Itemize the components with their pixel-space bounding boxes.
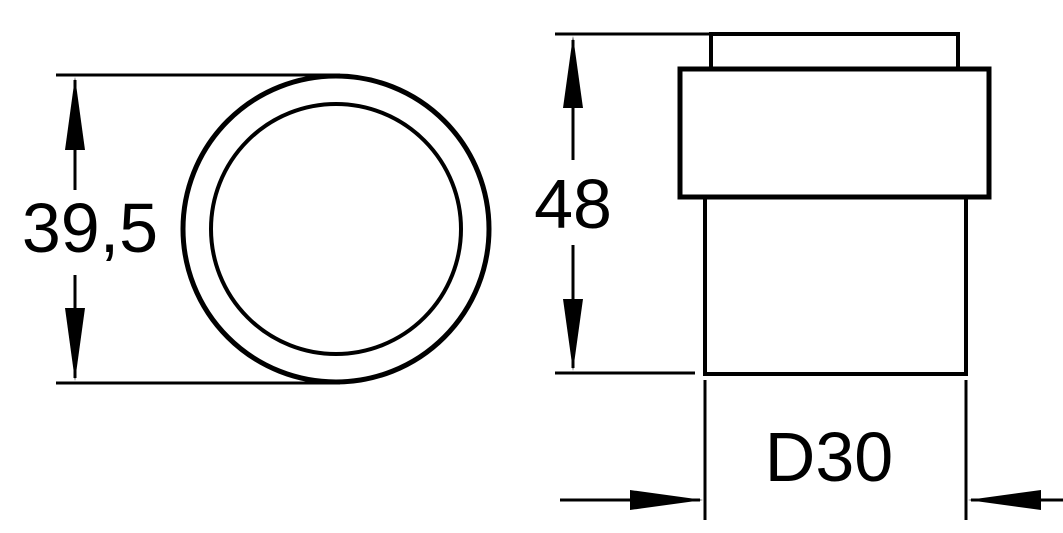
height-arrow-up bbox=[563, 36, 583, 108]
height-arrow-down bbox=[563, 299, 583, 371]
inner-circle bbox=[209, 102, 463, 356]
top-view: 39,5 bbox=[22, 73, 492, 385]
rubber-ring bbox=[677, 66, 992, 200]
diameter-label: 39,5 bbox=[22, 189, 158, 267]
body bbox=[703, 195, 968, 376]
width-arrow-left bbox=[630, 490, 703, 510]
base-diameter-label: D30 bbox=[765, 418, 893, 496]
outer-circle bbox=[180, 73, 492, 385]
width-arrow-right bbox=[968, 490, 1041, 510]
top-cap bbox=[709, 32, 960, 71]
side-view: 48 D30 bbox=[534, 32, 1063, 520]
arrow-down bbox=[65, 308, 85, 381]
height-label: 48 bbox=[534, 165, 612, 243]
arrow-up bbox=[65, 77, 85, 150]
